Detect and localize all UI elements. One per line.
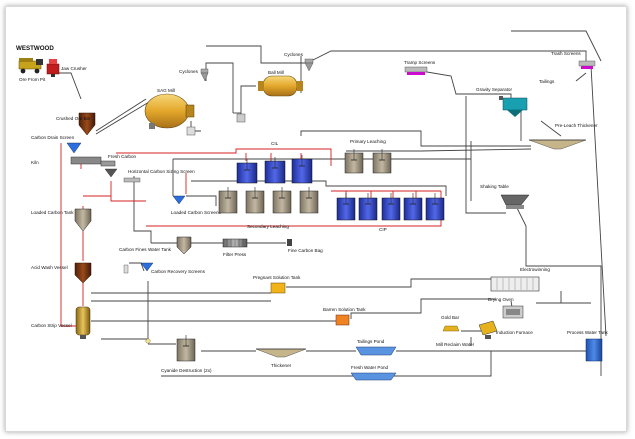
label-secondary-leaching: Secondary Leaching (247, 224, 289, 229)
label-horizontal-carbon-sizing-screen: Horizontal Carbon Sizing Screen (128, 169, 195, 174)
carbon-strip-vessel-icon (75, 306, 91, 339)
label-acid-wash-vessel: Acid Wash Vessel (31, 265, 68, 270)
label-primary-leaching: Primary Leaching (350, 139, 386, 144)
sizing-screen-icon (123, 177, 141, 183)
thickener-icon (255, 348, 307, 358)
label-tramp-screens: Tramp Screens (404, 60, 436, 65)
label-fine-carbon-bag: Fine Carbon Bag (288, 248, 323, 253)
label-water-tank: Water Tank (148, 247, 172, 252)
label-filter-press: Filter Press (223, 252, 247, 257)
label-jaw-crusher: Jaw Crusher (61, 66, 87, 71)
barren-solution-tank-icon (335, 314, 350, 326)
label-carbon-drain-screen: Carbon Drain Screen (31, 135, 75, 140)
cil-tanks (236, 155, 313, 184)
jaw-crusher-icon (46, 59, 60, 77)
label-ball-mill: Ball Mill (268, 70, 284, 75)
cyclones-2-icon (304, 58, 314, 72)
flow-lines (59, 30, 607, 377)
label-induction-furnace: Induction Furnace (496, 330, 533, 335)
fresh-carbon-hopper-icon (104, 168, 118, 178)
primary-leaching-tanks (344, 149, 392, 174)
label-carbon-strip-vessel: Carbon Strip Vessel (31, 323, 72, 328)
trash-screens-icon (578, 60, 596, 69)
filter-press-icon (222, 238, 248, 248)
label-cil: CIL (271, 141, 279, 146)
label-gold-bar: Gold Bar (441, 315, 460, 320)
crushed-ore-bin-icon (78, 112, 96, 136)
label-tailings-pond: Tailings Pond (357, 339, 385, 344)
label-cyanide-destruction: Cyanide Destruction (2x) (161, 368, 212, 373)
fresh-water-pond-icon (350, 372, 397, 381)
ball-mill-icon (258, 75, 303, 97)
pregnant-solution-tank-icon (270, 282, 286, 294)
label-carbon-fines: Carbon Fines (119, 247, 147, 252)
electrowinning-cell-icon (490, 276, 540, 292)
diagram-frame: WESTWOOD (5, 6, 627, 432)
label-mill-reclaim-water: Mill Reclaim Water (436, 342, 475, 347)
label-loaded-carbon-tank: Loaded Carbon Tank (31, 210, 74, 215)
label-fresh-carbon: Fresh Carbon (108, 154, 137, 159)
label-thickener: Thickener (271, 363, 292, 368)
haul-truck-icon (18, 58, 43, 74)
kiln-icon (70, 156, 116, 167)
carbon-drain-screen-icon (66, 142, 82, 154)
fine-carbon-bag-icon (287, 239, 292, 246)
label-pre-leach-thickener: Pre-Leach Thickener (555, 123, 598, 128)
cip-tanks (336, 193, 445, 221)
secondary-leaching-tanks (218, 187, 319, 214)
label-sag-mill: SAG Mill (157, 88, 175, 93)
tramp-screens-icon (404, 66, 428, 75)
pump-box-icon (236, 113, 246, 123)
label-process-water-tank: Process Water Tank (567, 330, 609, 335)
label-pregnant-solution-tank: Pregnant Solution Tank (253, 275, 301, 280)
carbon-recovery-screens-icon (140, 262, 154, 272)
label-cyclones-2: Cyclones (284, 52, 304, 57)
loaded-carbon-screens-icon (172, 195, 186, 205)
label-fresh-water-pond: Fresh Water Pond (351, 365, 389, 370)
label-kiln: Kiln (31, 160, 39, 165)
label-shaking-table: Shaking Table (480, 184, 509, 189)
cyclones-1-icon (200, 68, 209, 82)
pre-leach-thickener-icon (528, 139, 587, 150)
tailings-pond-icon (355, 346, 397, 356)
label-cyclones-1: Cyclones (179, 69, 199, 74)
label-ore-from-pit: Ore From Pit (19, 77, 46, 82)
label-loaded-carbon-screens: Loaded Carbon Screens (171, 210, 222, 215)
cyanide-destruction-tank (176, 335, 196, 362)
label-cip: CIP (379, 227, 387, 232)
shaking-table-icon (500, 194, 530, 209)
label-trash-screens: Trash Screens (551, 51, 581, 56)
loaded-carbon-tank-icon (74, 208, 92, 232)
label-carbon-recovery-screens: Carbon Recovery Screens (151, 269, 206, 274)
gold-bar-icon (442, 325, 460, 332)
label-crushed-ore-bin: Crushed Ore Bin (56, 116, 91, 121)
label-barren-solution-tank: Barren Solution Tank (323, 307, 366, 312)
process-flow-diagram: WESTWOOD (16, 30, 609, 381)
label-drying-oven: Drying Oven (488, 297, 514, 302)
gravity-separator-icon (499, 96, 528, 117)
induction-furnace-icon (478, 320, 498, 339)
label-gravity-separator: Gravity Separator (476, 87, 512, 92)
diagram-title: WESTWOOD (16, 45, 54, 52)
water-tank-icon (176, 236, 192, 255)
sag-mill-icon (144, 93, 196, 136)
label-electrowinning: Electrowinning (520, 267, 550, 272)
label-tailings: Tailings (539, 79, 555, 84)
process-water-tank-icon (585, 338, 603, 362)
pump-icon (145, 338, 151, 344)
acid-wash-vessel-icon (74, 262, 92, 284)
sump-icon (123, 264, 129, 274)
drying-oven-icon (502, 305, 524, 319)
